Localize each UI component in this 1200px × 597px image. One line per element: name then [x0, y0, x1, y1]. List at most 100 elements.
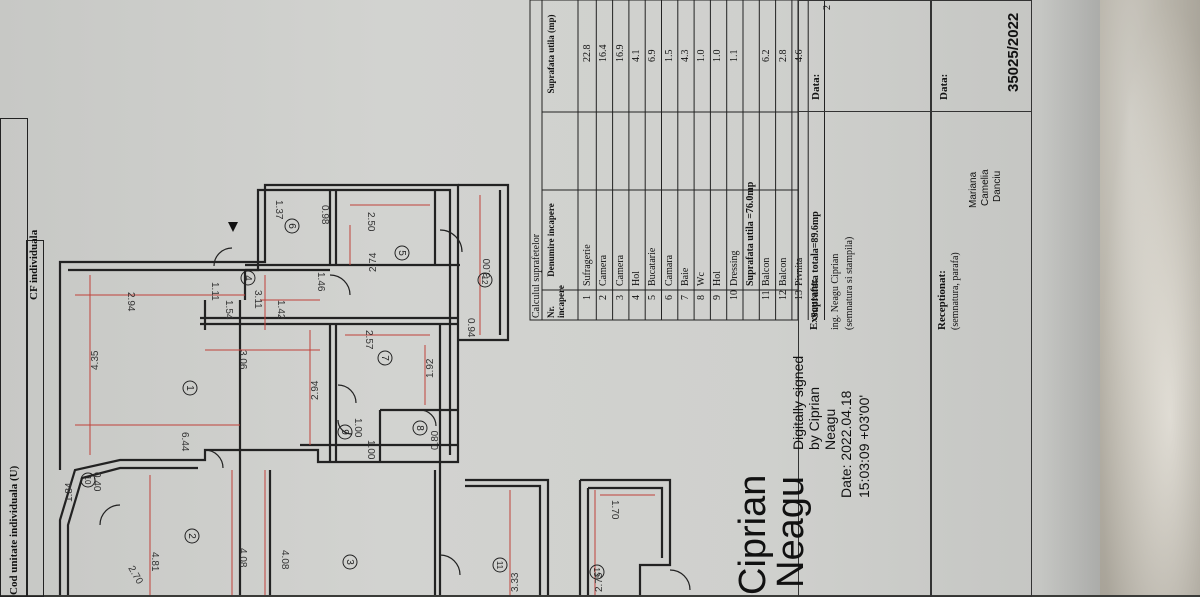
table-cell-den: Hol — [712, 271, 724, 286]
paper-sheet — [0, 0, 1100, 595]
room-1: 1 — [184, 385, 195, 391]
table-cell-nr: 10 — [728, 290, 740, 300]
dim-0-80: 0.80 — [430, 430, 441, 450]
dim-0-94: 0.94 — [465, 318, 476, 338]
table-cell-nr: 8 — [696, 295, 708, 300]
table-cell-den: Bucatarie — [647, 247, 659, 286]
table-cell-nr: 3 — [614, 295, 626, 300]
dim-0-40: 0.40 — [91, 472, 102, 492]
paper-shadow — [1040, 0, 1100, 595]
table-cell-nr: 1 — [582, 295, 593, 300]
table-cell-den: Baie — [679, 267, 691, 286]
dim-2-70: 2.70 — [125, 564, 144, 587]
receptionat-label: Receptionat: — [936, 270, 948, 330]
surface-table — [529, 0, 825, 321]
dim-1-54: 1.54 — [223, 300, 234, 320]
table-cell-sup: 16.4 — [598, 44, 610, 63]
table-cell-nr: 6 — [663, 295, 675, 300]
signature-line-3: Neagu — [822, 408, 838, 450]
dim-2-94-b: 2.94 — [310, 380, 321, 400]
dim-3-06: 3.06 — [237, 350, 248, 370]
table-cell-sup: 1.0 — [712, 49, 724, 63]
dim-3-11: 3.11 — [252, 290, 263, 309]
table-cell-sup: 22.8 — [582, 44, 593, 63]
table-title: Calculul suprafetelor — [531, 233, 542, 318]
room-2: 2 — [186, 533, 197, 539]
dim-1-70: 1.70 — [609, 500, 620, 520]
table-cell-nr: 11 — [761, 290, 773, 300]
table-cell-den: Camera — [598, 254, 610, 286]
receptionat-data-label: Data: — [938, 73, 950, 100]
dim-1-84: 1.84 — [64, 482, 75, 502]
table-header-nr: Nr. incapere — [546, 285, 566, 318]
table-header-den: Denumire incapere — [546, 203, 556, 277]
receptionat-note: (semnatura, parafa) — [950, 252, 961, 330]
dim-1-42: 1.42 — [275, 300, 286, 320]
dim-0-98: 0.98 — [319, 205, 330, 225]
executant-divider — [798, 0, 932, 112]
stamp-number: 35025/2022 — [1005, 12, 1022, 92]
dim-1-46: 1.46 — [315, 272, 326, 292]
dim-2-94-a: 2.94 — [125, 292, 136, 312]
table-cell-den: Balcon — [761, 257, 773, 286]
table-cell-sup: 16.9 — [614, 44, 626, 63]
room-6: 6 — [286, 223, 297, 229]
dim-2-74: 2.74 — [368, 252, 379, 272]
room-12: 12 — [480, 276, 489, 285]
dim-4-81: 4.81 — [149, 552, 160, 572]
dim-4-35: 4.35 — [90, 350, 101, 370]
dim-1-00-b: 1.00 — [365, 440, 376, 460]
dim-1-00-a: 1.00 — [352, 418, 363, 438]
signer-name-2: Camelia — [980, 169, 991, 206]
signature-line-5: 15:03:09 +03'00' — [856, 394, 872, 498]
signature-line-1: Digitally signed — [790, 355, 806, 450]
walls — [58, 183, 672, 595]
signature-line-4: Date: 2022.04.18 — [838, 390, 854, 498]
table-cell-sup: 6.2 — [761, 49, 773, 63]
dim-2-50: 2.50 — [365, 212, 376, 232]
room-5: 5 — [396, 250, 407, 256]
table-cell-den: Balcon — [777, 257, 789, 286]
room-3: 3 — [344, 559, 355, 565]
table-cell-den: Camara — [663, 254, 675, 286]
table-cell-sup: 4.1 — [630, 49, 642, 63]
dim-1-11: 1.11 — [209, 282, 220, 301]
table-text-layer: Calculul suprafetelor Nr. incapere Denum… — [528, 0, 828, 330]
dim-3-33: 3.33 — [510, 572, 521, 592]
table-cell-sup: 4.3 — [679, 49, 691, 63]
executant-note: (semnatura si stampila) — [844, 236, 855, 330]
table-cell-den: Wc — [696, 272, 708, 286]
dim-3-00: 3.00 — [482, 258, 493, 278]
dimension-lines — [75, 195, 655, 595]
fabric-background — [1100, 0, 1200, 595]
table-cell-nr: 12 — [777, 290, 789, 300]
table-cell-sup: 1.1 — [728, 49, 740, 63]
corner-mark: 2 — [822, 5, 833, 10]
table-cell-den: Dressing — [728, 250, 740, 286]
room-8: 8 — [414, 425, 425, 431]
table-cell-sup: 1.5 — [663, 49, 675, 63]
table-cell-den: Hol — [630, 271, 642, 286]
executant-data-label: Data: — [810, 73, 822, 100]
table-cell-sup: 1.0 — [696, 49, 708, 63]
table-header-sup: Suprafata utila (mp) — [546, 14, 556, 94]
table-cell-nr: 4 — [630, 295, 642, 300]
room-10: 10 — [83, 476, 92, 485]
dim-4-08-a: 4.08 — [237, 548, 248, 568]
table-cell-sup: 2.8 — [777, 49, 789, 63]
room-11: 11 — [495, 561, 504, 570]
table-cell-nr: 2 — [598, 295, 610, 300]
doors — [99, 229, 691, 591]
table-cell-den: Sufragerie — [582, 244, 593, 286]
signer-name-3: Danciu — [992, 170, 1003, 202]
room-number-labels: 1 2 3 4 5 6 7 8 9 10 11 12 13 — [83, 223, 601, 577]
dim-2-75: 2.75 — [594, 572, 605, 592]
table-cell-nr: 5 — [647, 295, 659, 300]
table-cell-sup: 6.9 — [647, 49, 659, 63]
signer-name-1: Mariana — [968, 171, 979, 208]
room-13: 13 — [592, 568, 601, 577]
dim-2-57: 2.57 — [363, 330, 374, 350]
table-cell-nr: 9 — [712, 295, 724, 300]
room-9: 9 — [339, 429, 350, 435]
dim-1-92: 1.92 — [425, 358, 436, 378]
